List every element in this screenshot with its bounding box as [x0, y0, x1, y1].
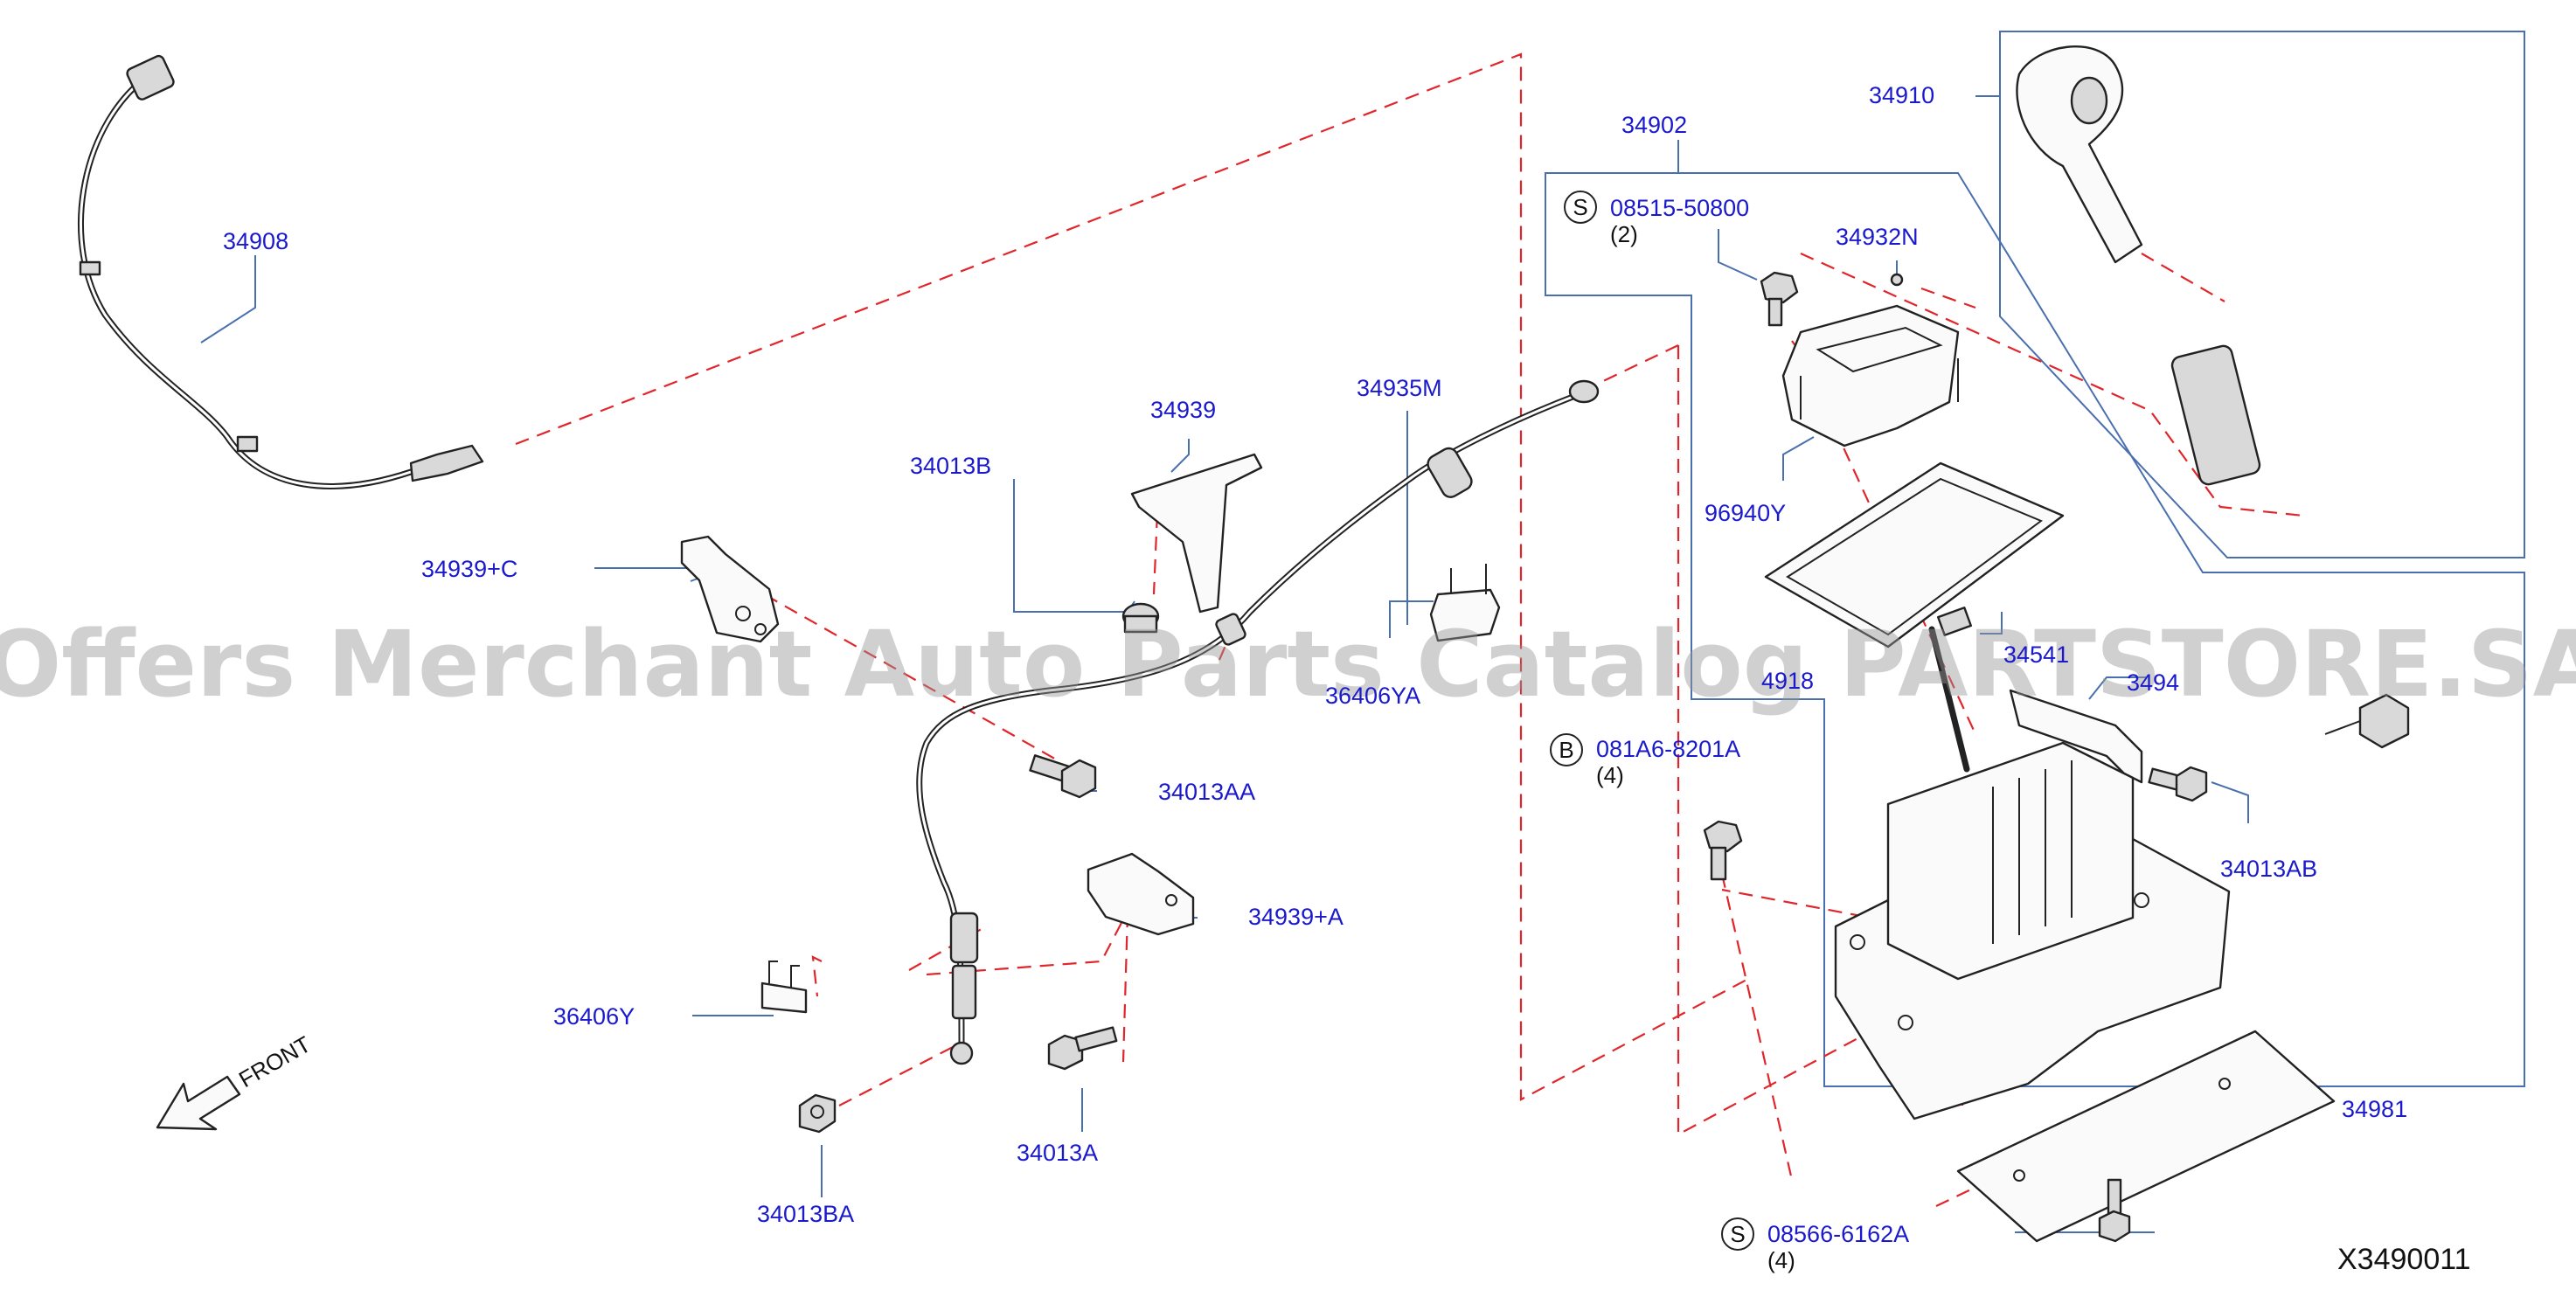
clip-36406ya — [1429, 564, 1501, 642]
watermark: Offers Merchant Auto Parts Catalog PARTS… — [0, 611, 2576, 718]
cable-34935m — [916, 379, 1600, 1065]
inset-assembly — [2324, 693, 2410, 749]
label-34939a[interactable]: 34939+A — [1248, 904, 1344, 930]
label-34981[interactable]: 34981 — [2342, 1096, 2407, 1122]
bolt-34013a — [1047, 1026, 1118, 1071]
label-34910[interactable]: 34910 — [1869, 82, 1934, 108]
part-34541 — [1937, 606, 1972, 637]
bracket-34939c — [680, 535, 780, 643]
front-label: FRONT — [234, 1030, 316, 1092]
label-96940y[interactable]: 96940Y — [1705, 500, 1786, 526]
symbol-s: S — [1573, 194, 1587, 220]
label-34013ab[interactable]: 34013AB — [2220, 856, 2317, 882]
label-36406ya[interactable]: 36406YA — [1325, 683, 1420, 709]
part-34932n — [1890, 273, 1904, 287]
label-34932n[interactable]: 34932N — [1836, 224, 1919, 250]
label-34902[interactable]: 34902 — [1621, 112, 1687, 138]
std-part-s2: S 08566-6162A (4) — [1721, 1217, 1909, 1273]
label-36406y[interactable]: 36406Y — [553, 1003, 635, 1030]
knob-34910 — [2016, 45, 2261, 486]
gasket-4918 — [1764, 461, 2065, 648]
label-34013ba[interactable]: 34013BA — [757, 1201, 854, 1227]
code-081a6-8201a[interactable]: 081A6-8201A — [1596, 736, 1740, 762]
bracket-34939 — [1130, 453, 1263, 614]
label-34013b[interactable]: 34013B — [910, 453, 991, 479]
label-34908[interactable]: 34908 — [223, 228, 288, 254]
cover-96940y — [1781, 304, 1960, 447]
plate-34981 — [1956, 1030, 2336, 1243]
bolt-081a6-8201a — [1703, 820, 1743, 881]
label-34541[interactable]: 34541 — [2003, 642, 2069, 668]
qty-081a6-8201a: (4) — [1596, 762, 1624, 788]
bolt-34013ab — [2148, 766, 2208, 802]
leader-lines — [200, 31, 2525, 1233]
label-34939[interactable]: 34939 — [1150, 397, 1216, 423]
diagram-code: X3490011 — [2337, 1243, 2471, 1276]
label-4918[interactable]: 4918 — [1761, 668, 1814, 694]
cable-34908 — [78, 54, 484, 489]
std-part-s1: S 08515-50800 (2) — [1564, 191, 1749, 247]
label-34013a[interactable]: 34013A — [1017, 1140, 1098, 1166]
assembly-dash-lines — [515, 52, 2304, 1207]
bolt-08566-6162a — [2098, 1178, 2131, 1243]
bolt-34013aa — [1029, 754, 1097, 799]
label-34935m[interactable]: 34935M — [1357, 375, 1442, 401]
screw-08515-50800 — [1760, 271, 1799, 327]
nut-34013ba — [798, 1093, 837, 1134]
bracket-34939a — [1087, 852, 1195, 936]
part-labels: 34908 34939+C 34013B 34939 34935M 36406Y… — [223, 82, 2407, 1227]
label-3494[interactable]: 3494 — [2127, 669, 2179, 696]
qty-08566-6162a: (4) — [1767, 1247, 1795, 1273]
symbol-s: S — [1730, 1221, 1745, 1247]
front-arrow-icon — [156, 1075, 241, 1131]
symbol-b: B — [1559, 737, 1573, 763]
code-08566-6162a[interactable]: 08566-6162A — [1767, 1221, 1909, 1247]
code-08515-50800[interactable]: 08515-50800 — [1610, 195, 1749, 221]
label-34013aa[interactable]: 34013AA — [1158, 779, 1255, 805]
qty-08515-50800: (2) — [1610, 221, 1638, 247]
clip-36406y — [760, 961, 808, 1014]
label-34939c[interactable]: 34939+C — [421, 556, 517, 582]
shifter-base-34902 — [1834, 626, 2231, 1120]
std-part-b1: B 081A6-8201A (4) — [1550, 733, 1740, 788]
nut-34013b — [1121, 602, 1160, 634]
